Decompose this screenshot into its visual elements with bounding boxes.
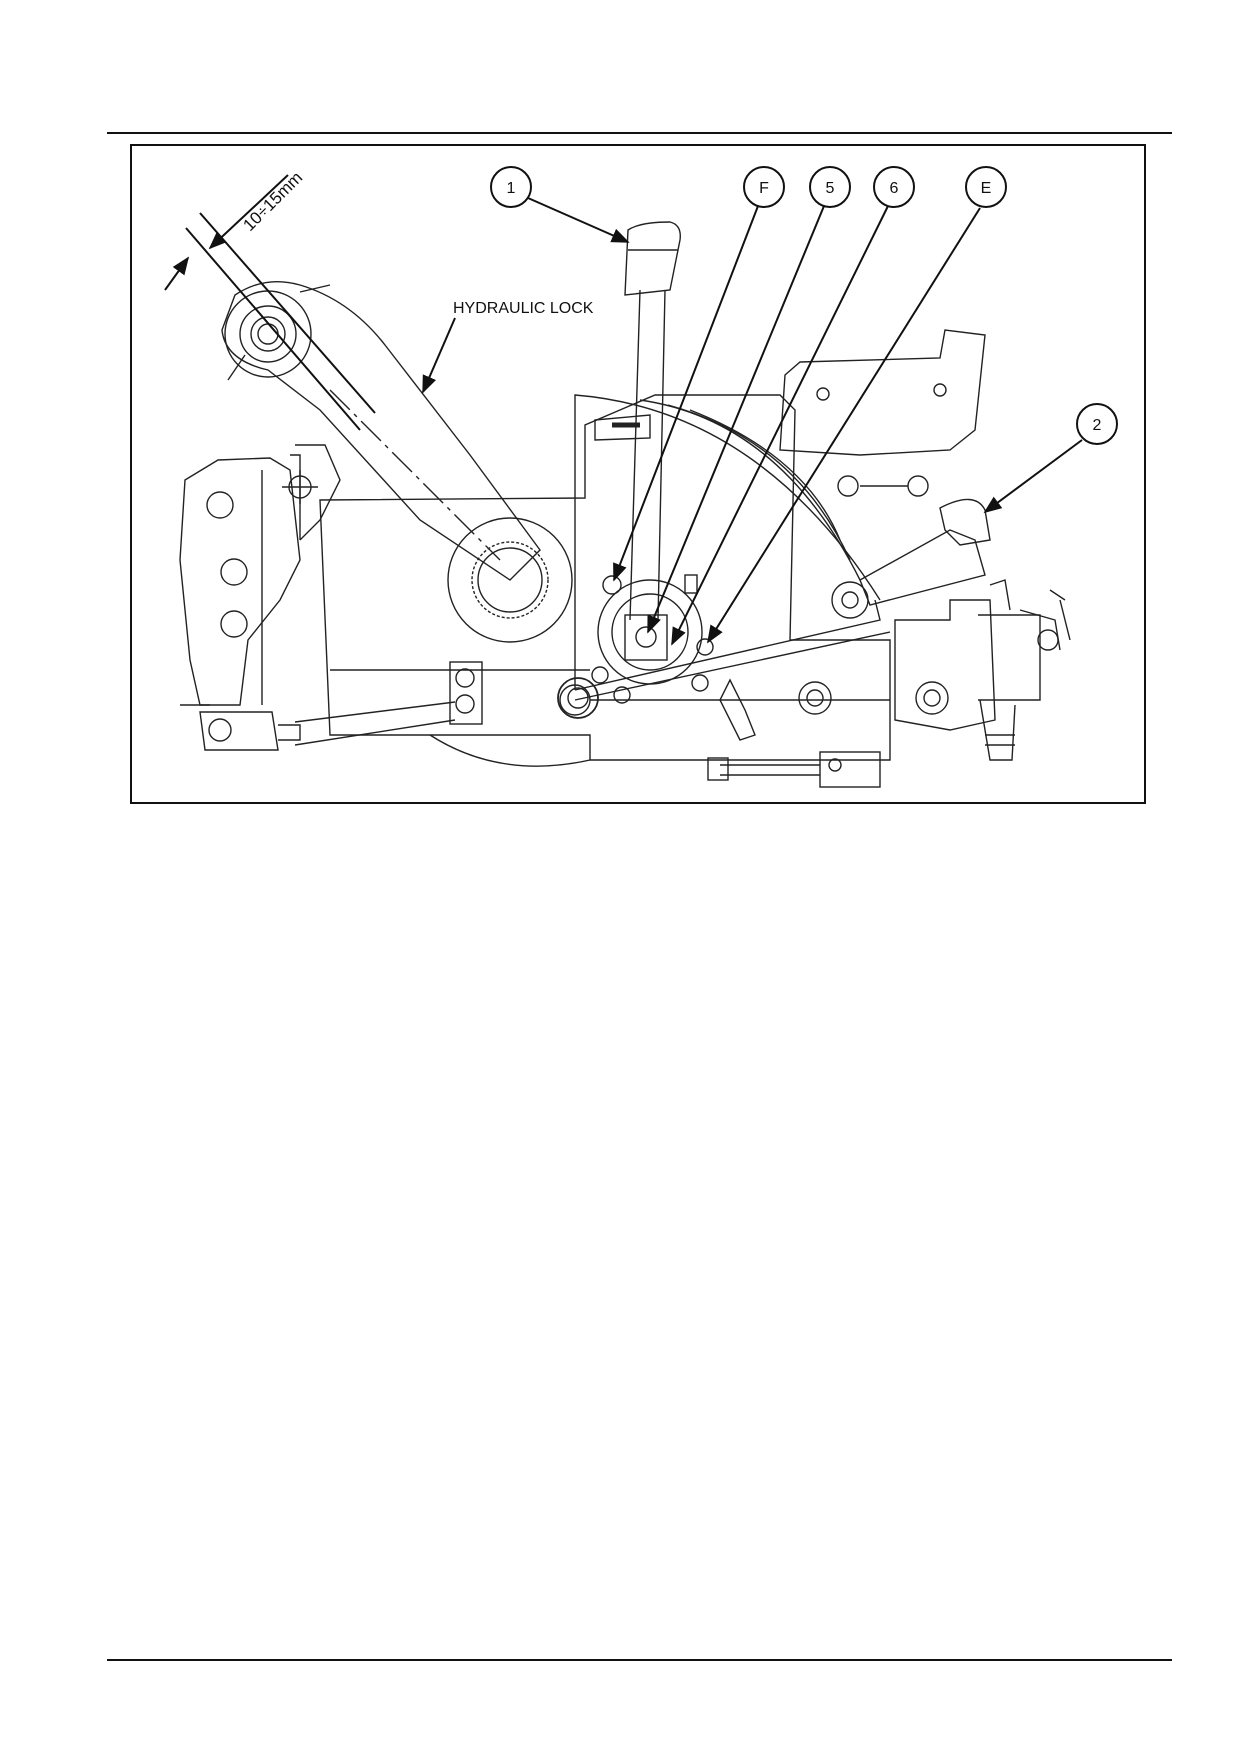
lift-shaft <box>447 517 573 643</box>
bracket-hole-3 <box>220 610 248 638</box>
callout-5-label: 5 <box>826 180 835 197</box>
callout-F-circle <box>743 166 785 208</box>
leader-6 <box>671 205 889 646</box>
lift-mechanism-drawing <box>179 221 1071 788</box>
callout-2-label: 2 <box>1093 417 1102 434</box>
position-lever <box>859 529 986 606</box>
dimension-line-2 <box>199 212 376 414</box>
callout-1-circle <box>490 166 532 208</box>
bracket-hole-2 <box>220 558 248 586</box>
callout-5-circle <box>809 166 851 208</box>
lever-nut <box>831 581 869 619</box>
lift-arm <box>221 280 541 581</box>
main-lever-knob <box>624 221 681 296</box>
callout-F-label: F <box>759 180 769 197</box>
link-clevis <box>449 661 483 725</box>
valve-block <box>894 599 996 731</box>
callout-E-circle <box>965 166 1007 208</box>
dimension-label: 10÷15mm <box>239 168 306 235</box>
figure-frame <box>130 144 1146 804</box>
position-lever-knob <box>939 498 991 546</box>
callout-6-circle <box>873 166 915 208</box>
callout-E-label: E <box>981 180 992 197</box>
footer-rule <box>107 1659 1172 1661</box>
link-end <box>180 704 279 751</box>
hydraulic-lock-label: HYDRAULIC LOCK <box>453 300 594 317</box>
housing <box>319 394 891 761</box>
drag-link-rod <box>294 701 456 746</box>
leader-2 <box>983 439 1083 514</box>
dimension-line-1 <box>185 227 361 431</box>
arm-eye <box>224 290 312 378</box>
main-lever-shaft <box>629 289 666 621</box>
callout-6-label: 6 <box>890 180 899 197</box>
leader-1 <box>527 197 630 243</box>
leader-5 <box>647 205 825 634</box>
header-rule <box>107 132 1172 134</box>
control-block <box>779 329 986 456</box>
leader-F <box>613 205 759 582</box>
callout-1-label: 1 <box>507 180 516 197</box>
dimension-arrow-1 <box>208 174 289 250</box>
callout-leaders <box>527 197 1083 646</box>
dimension-marking <box>164 174 376 431</box>
dimension-arrow-2 <box>164 256 190 291</box>
bracket-hole-1 <box>206 491 234 519</box>
lever-pivot <box>597 579 703 685</box>
left-bracket <box>179 457 301 706</box>
callout-2-circle <box>1076 403 1118 445</box>
hydraulic-lock-leader <box>422 317 456 394</box>
leader-E <box>707 207 981 644</box>
bottom-rod <box>720 764 820 776</box>
